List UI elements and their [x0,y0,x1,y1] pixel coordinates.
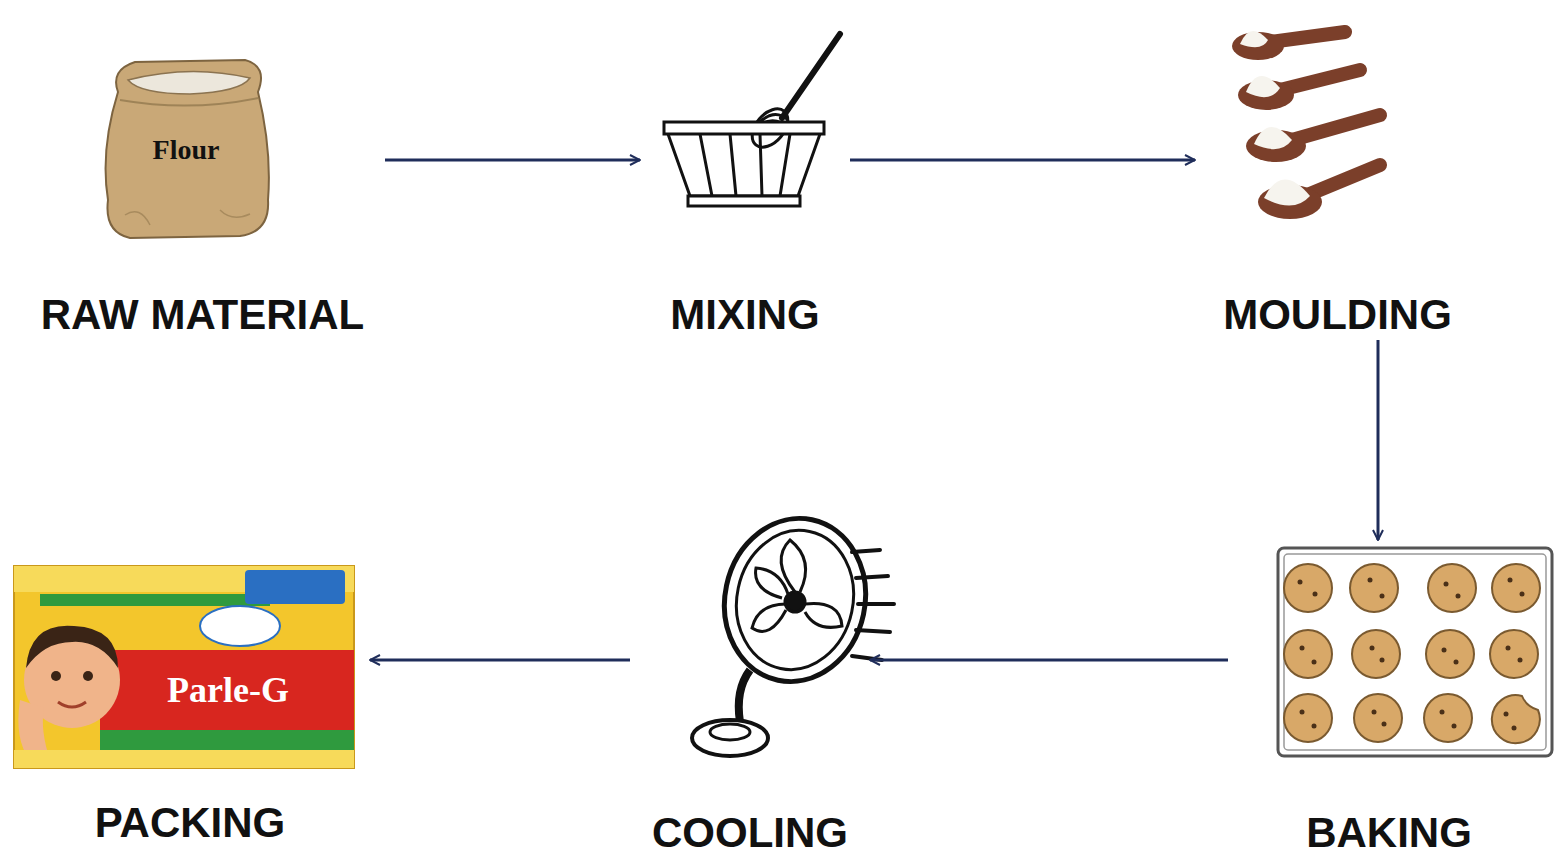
step-label: BAKING [1228,808,1550,858]
raw-material-step: RAW MATERIAL [20,40,385,340]
step-label: RAW MATERIAL [20,290,385,340]
flow-arrow [870,659,1228,662]
mixing-step: MIXING [640,20,850,340]
mixing-bowl [664,34,840,206]
flow-arrow [850,159,1195,162]
moulding-step: MOULDING [1195,10,1480,340]
biscuit-pack [14,566,354,768]
cooling-fan [692,505,894,756]
baking-tray [1278,548,1552,756]
sack-text: Flour [153,134,220,166]
step-label: MIXING [640,290,850,340]
cooling-step: COOLING [630,505,870,858]
moulding-spoons [1232,31,1380,219]
step-label: MOULDING [1195,290,1480,340]
brand-text: Parle-G [167,669,289,711]
step-label: COOLING [630,808,870,858]
flour-sack [106,60,269,238]
flow-arrow [385,159,640,162]
flow-arrow [370,659,630,662]
step-label: PACKING [10,798,370,848]
baking-step: BAKING [1228,540,1550,858]
flow-arrow [1377,340,1380,540]
